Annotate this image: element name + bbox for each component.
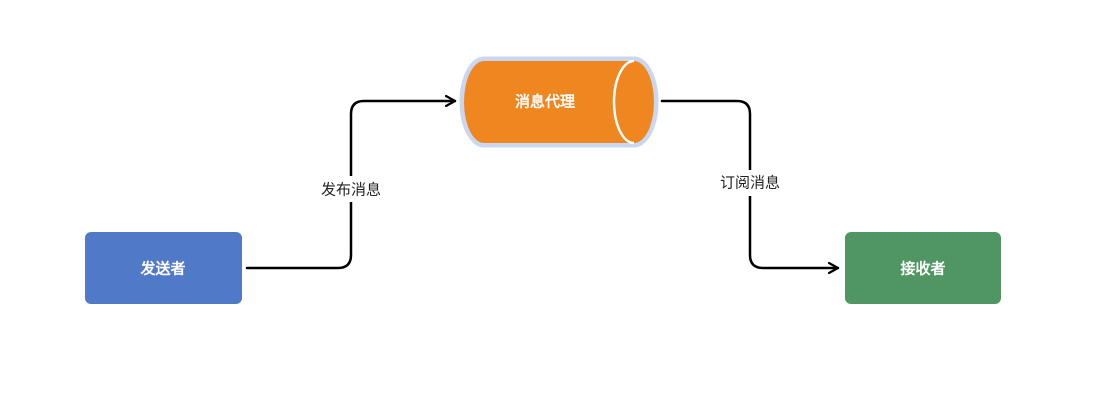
sender-label: 发送者 xyxy=(139,260,185,278)
publish-label: 发布消息 xyxy=(321,181,381,199)
broker-body xyxy=(464,61,654,143)
broker-end-cap xyxy=(612,59,635,145)
publish-label-bg xyxy=(313,176,389,202)
receiver-node xyxy=(845,232,1001,304)
receiver-label: 接收者 xyxy=(900,260,945,278)
subscribe-label: 订阅消息 xyxy=(720,174,780,192)
subscribe-label-bg xyxy=(712,170,788,196)
broker-outline xyxy=(459,56,659,148)
broker-node xyxy=(459,56,659,148)
broker-label: 消息代理 xyxy=(515,93,575,111)
sender-node xyxy=(85,232,242,304)
